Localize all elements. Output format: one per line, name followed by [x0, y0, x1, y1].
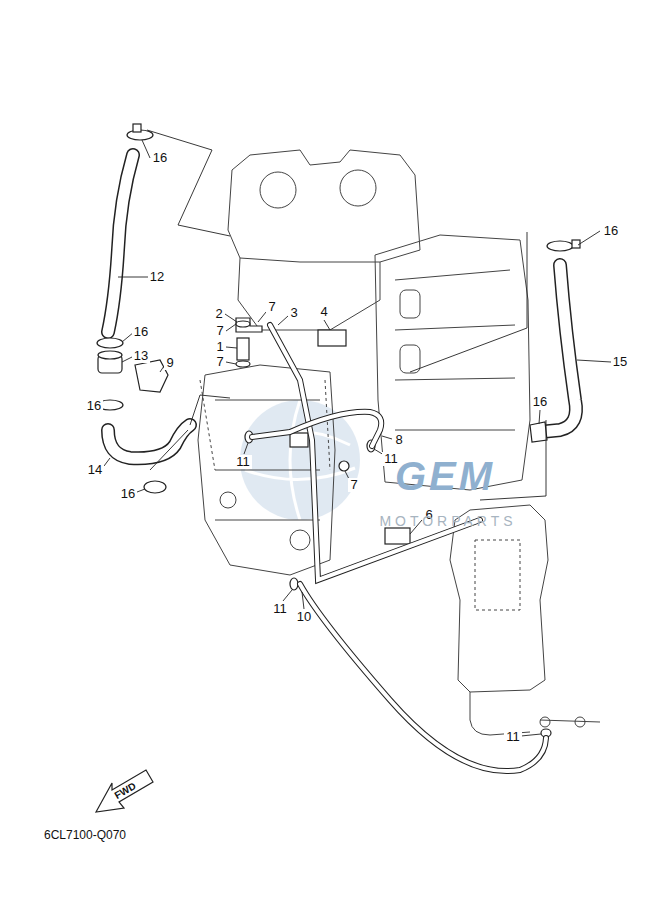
callout-number: 16	[531, 395, 549, 409]
callout-number: 7	[214, 355, 225, 369]
watermark: MOTORPARTS	[379, 514, 516, 528]
callout-number: 16	[132, 325, 150, 339]
callout-number: 13	[132, 349, 150, 363]
water-hoses	[108, 155, 576, 458]
diagram-code: 6CL7100-Q070	[44, 828, 126, 842]
callout-number: 11	[271, 602, 289, 616]
callout-number: 2	[213, 307, 224, 321]
callout-number: 16	[119, 487, 137, 501]
callout-number: 16	[602, 224, 620, 238]
callout-number: 15	[611, 355, 629, 369]
callout-number: 9	[164, 356, 175, 370]
leader-lines	[97, 130, 611, 736]
callout-number: 7	[266, 300, 277, 314]
callout-number: 16	[85, 399, 103, 413]
vapor-separator	[450, 505, 600, 735]
fuel-hoses	[252, 325, 546, 771]
callout-number: 11	[234, 455, 252, 469]
watermark: GEM	[395, 455, 495, 497]
callout-number: 16	[151, 151, 169, 165]
callout-number: 4	[318, 305, 329, 319]
callout-number: 8	[393, 433, 404, 447]
callout-number: 7	[214, 324, 225, 338]
callout-number: 11	[504, 730, 522, 744]
callout-number: 1	[214, 340, 225, 354]
callout-number: 3	[288, 306, 299, 320]
callout-number: 12	[148, 270, 166, 284]
clamps	[97, 124, 580, 737]
callout-number: 14	[86, 463, 104, 477]
engine-outline	[198, 150, 530, 575]
forward-arrow	[96, 770, 153, 812]
callout-number: 10	[295, 610, 313, 624]
watermark-globe	[240, 400, 360, 520]
callout-number: 7	[348, 478, 359, 492]
